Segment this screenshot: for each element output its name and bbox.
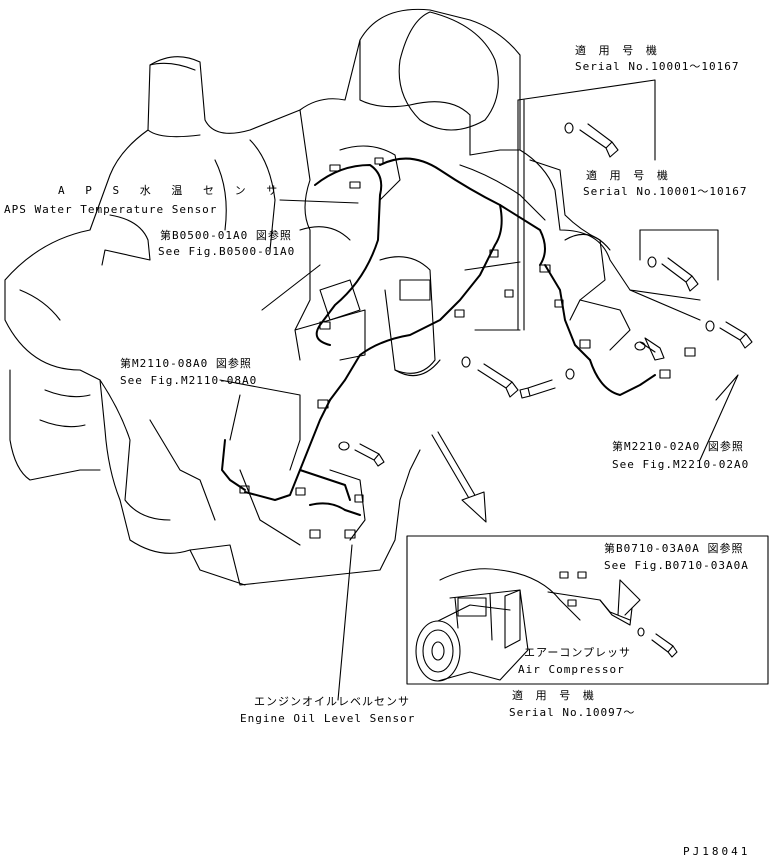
serial-bottom-label: Serial No.10097～ [509,706,636,719]
serial-top-label: Serial No.10001～10167 [575,60,740,73]
bolts-and-washers [338,122,753,658]
ref-m2210-label: See Fig.M2210-02A0 [612,458,750,471]
drawing-number: PJ18041 [683,845,751,858]
ref-b0500-jp-label: 第B0500-01A0 図参照 [160,229,292,242]
engine-block-outline [4,8,701,586]
serial-mid-label: Serial No.10001～10167 [583,185,748,198]
leader-lines [101,79,739,701]
serial-top-jp-label: 適 用 号 機 [575,44,660,57]
air-compressor-inset [406,535,769,685]
wiring-harness [221,157,656,516]
inset-arrow [431,431,487,523]
ref-m2110-label: See Fig.M2110-08A0 [120,374,258,387]
oil-sensor-jp-label: エンジンオイルレベルセンサ [254,695,410,708]
aps-sensor-jp-label: A P S 水 温 セ ン サ [58,184,285,197]
ref-b0710-jp-label: 第B0710-03A0A 図参照 [604,542,744,555]
ref-m2210-jp-label: 第M2210-02A0 図参照 [612,440,744,453]
serial-bottom-jp-label: 適 用 号 機 [512,689,597,702]
aps-sensor-label: APS Water Temperature Sensor [4,203,218,216]
ref-b0710-label: See Fig.B0710-03A0A [604,559,749,572]
air-compressor-jp-label: エアーコンプレッサ [524,646,632,659]
ref-m2110-jp-label: 第M2110-08A0 図参照 [120,357,252,370]
serial-mid-jp-label: 適 用 号 機 [586,169,671,182]
harness-connectors [239,157,696,539]
ref-b0500-label: See Fig.B0500-01A0 [158,245,296,258]
air-compressor-label: Air Compressor [518,663,625,676]
oil-sensor-label: Engine Oil Level Sensor [240,712,416,725]
